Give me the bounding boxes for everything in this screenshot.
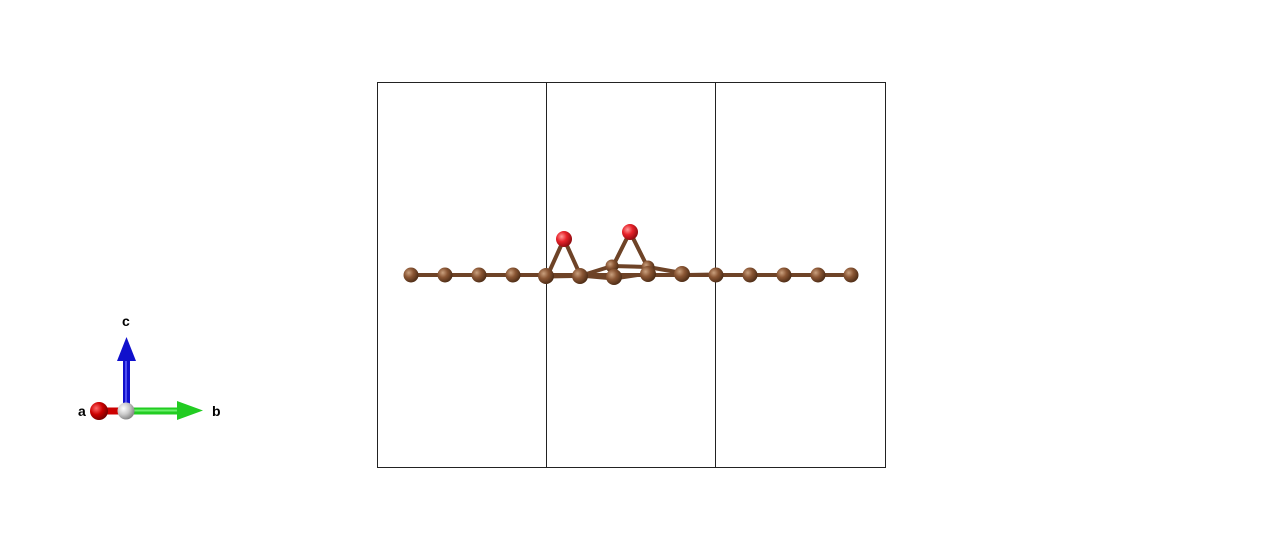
carbon-atom <box>742 267 758 283</box>
carbon-atoms <box>403 259 859 285</box>
carbon-atom <box>538 268 554 284</box>
oxygen-atoms <box>556 224 638 247</box>
carbon-atom <box>606 269 622 285</box>
axis-label-a: a <box>78 403 86 419</box>
axis-label-b: b <box>212 403 221 419</box>
b-axis-arrow <box>128 401 203 420</box>
carbon-atom <box>505 267 521 283</box>
carbon-atom <box>843 267 859 283</box>
axis-origin-sphere <box>117 402 135 420</box>
carbon-atom <box>776 267 792 283</box>
axis-triad: a b c <box>78 313 221 420</box>
carbon-atom <box>437 267 453 283</box>
c-axis-arrow <box>117 337 136 410</box>
carbon-atom <box>674 266 690 282</box>
oxygen-atom <box>622 224 638 240</box>
oxygen-atom <box>556 231 572 247</box>
carbon-atom <box>471 267 487 283</box>
carbon-atom <box>810 267 826 283</box>
carbon-atom <box>403 267 419 283</box>
carbon-atom <box>572 268 588 284</box>
axis-label-c: c <box>122 313 130 329</box>
carbon-atom <box>708 267 724 283</box>
carbon-atom <box>640 266 656 282</box>
a-axis-arrow <box>90 402 124 420</box>
